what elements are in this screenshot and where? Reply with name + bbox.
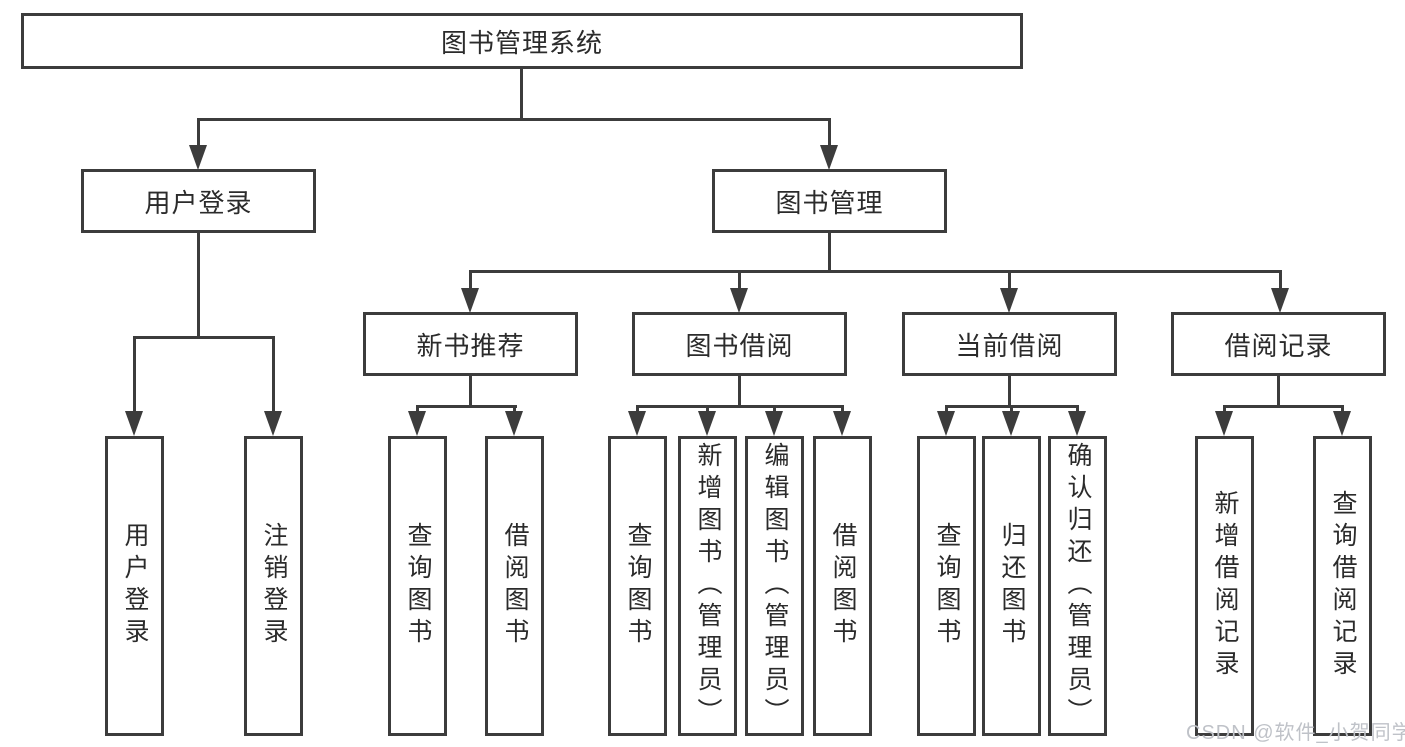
arrow-down-icon bbox=[628, 411, 646, 436]
arrow-down-icon bbox=[264, 411, 282, 436]
connector-line bbox=[636, 405, 844, 408]
leaf-query-books-2: 查询图书 bbox=[608, 436, 667, 736]
node-book-management: 图书管理 bbox=[712, 169, 947, 233]
leaf-label: 借阅图书 bbox=[501, 522, 529, 650]
connector-line bbox=[706, 405, 709, 413]
leaf-label: 查询图书 bbox=[404, 522, 432, 650]
node-book-borrowing: 图书借阅 bbox=[632, 312, 847, 376]
leaf-add-books-admin: 新增图书（管理员） bbox=[678, 436, 737, 736]
leaf-edit-books-admin: 编辑图书（管理员） bbox=[745, 436, 804, 736]
node-new-book-recommend: 新书推荐 bbox=[363, 312, 578, 376]
connector-line bbox=[416, 405, 517, 408]
arrow-down-icon bbox=[1000, 288, 1018, 313]
leaf-label: 借阅图书 bbox=[829, 522, 857, 650]
leaf-label: 新增图书（管理员） bbox=[694, 442, 722, 730]
connector-line bbox=[520, 69, 523, 120]
leaf-add-borrow-record: 新增借阅记录 bbox=[1195, 436, 1254, 736]
connector-line bbox=[1008, 270, 1011, 290]
connector-line bbox=[133, 336, 275, 339]
leaf-label: 归还图书 bbox=[998, 522, 1026, 650]
connector-line bbox=[1008, 376, 1011, 406]
connector-line bbox=[945, 405, 948, 413]
connector-line bbox=[1076, 405, 1079, 413]
leaf-borrow-books-1: 借阅图书 bbox=[485, 436, 544, 736]
connector-line bbox=[636, 405, 639, 413]
node-borrowing-records: 借阅记录 bbox=[1171, 312, 1386, 376]
connector-line bbox=[1341, 405, 1344, 413]
connector-line bbox=[828, 118, 831, 146]
connector-line bbox=[416, 405, 419, 413]
connector-line bbox=[469, 270, 472, 290]
connector-line bbox=[197, 118, 200, 146]
leaf-label: 编辑图书（管理员） bbox=[761, 442, 789, 730]
arrow-down-icon bbox=[1215, 411, 1233, 436]
arrow-down-icon bbox=[730, 288, 748, 313]
connector-line bbox=[1223, 405, 1226, 413]
leaf-label: 查询借阅记录 bbox=[1329, 490, 1357, 682]
leaf-query-books-1: 查询图书 bbox=[388, 436, 447, 736]
arrow-down-icon bbox=[1068, 411, 1086, 436]
leaf-label: 查询图书 bbox=[624, 522, 652, 650]
leaf-label: 查询图书 bbox=[933, 522, 961, 650]
node-current-borrowing: 当前借阅 bbox=[902, 312, 1117, 376]
arrow-down-icon bbox=[125, 411, 143, 436]
connector-line bbox=[272, 336, 275, 412]
arrow-down-icon bbox=[505, 411, 523, 436]
leaf-return-books: 归还图书 bbox=[982, 436, 1041, 736]
leaf-label: 用户登录 bbox=[121, 522, 149, 650]
connector-line bbox=[469, 376, 472, 406]
connector-line bbox=[513, 405, 516, 413]
leaf-query-books-3: 查询图书 bbox=[917, 436, 976, 736]
arrow-down-icon bbox=[1271, 288, 1289, 313]
leaf-user-login: 用户登录 bbox=[105, 436, 164, 736]
arrow-down-icon bbox=[1002, 411, 1020, 436]
arrow-down-icon bbox=[189, 145, 207, 170]
arrow-down-icon bbox=[820, 145, 838, 170]
arrow-down-icon bbox=[461, 288, 479, 313]
leaf-confirm-return-admin: 确认归还（管理员） bbox=[1048, 436, 1107, 736]
connector-line bbox=[469, 270, 1282, 273]
arrow-down-icon bbox=[765, 411, 783, 436]
connector-line bbox=[197, 233, 200, 339]
connector-line bbox=[1277, 376, 1280, 406]
connector-line bbox=[197, 118, 831, 121]
leaf-label: 确认归还（管理员） bbox=[1064, 442, 1092, 730]
connector-line bbox=[828, 233, 831, 272]
connector-line bbox=[1223, 405, 1343, 408]
arrow-down-icon bbox=[698, 411, 716, 436]
connector-line bbox=[1010, 405, 1013, 413]
node-library-system-root: 图书管理系统 bbox=[21, 13, 1023, 69]
arrow-down-icon bbox=[937, 411, 955, 436]
arrow-down-icon bbox=[1333, 411, 1351, 436]
leaf-label: 注销登录 bbox=[260, 522, 288, 650]
connector-line bbox=[773, 405, 776, 413]
leaf-logout: 注销登录 bbox=[244, 436, 303, 736]
connector-line bbox=[738, 376, 741, 406]
arrow-down-icon bbox=[408, 411, 426, 436]
node-user-login: 用户登录 bbox=[81, 169, 316, 233]
connector-line bbox=[841, 405, 844, 413]
arrow-down-icon bbox=[833, 411, 851, 436]
leaf-borrow-books-2: 借阅图书 bbox=[813, 436, 872, 736]
connector-line bbox=[738, 270, 741, 290]
connector-line bbox=[1279, 270, 1282, 290]
leaf-query-borrow-record: 查询借阅记录 bbox=[1313, 436, 1372, 736]
csdn-watermark: CSDN @软件_小贺同学 bbox=[1186, 722, 1405, 744]
leaf-label: 新增借阅记录 bbox=[1211, 490, 1239, 682]
connector-line bbox=[133, 336, 136, 412]
